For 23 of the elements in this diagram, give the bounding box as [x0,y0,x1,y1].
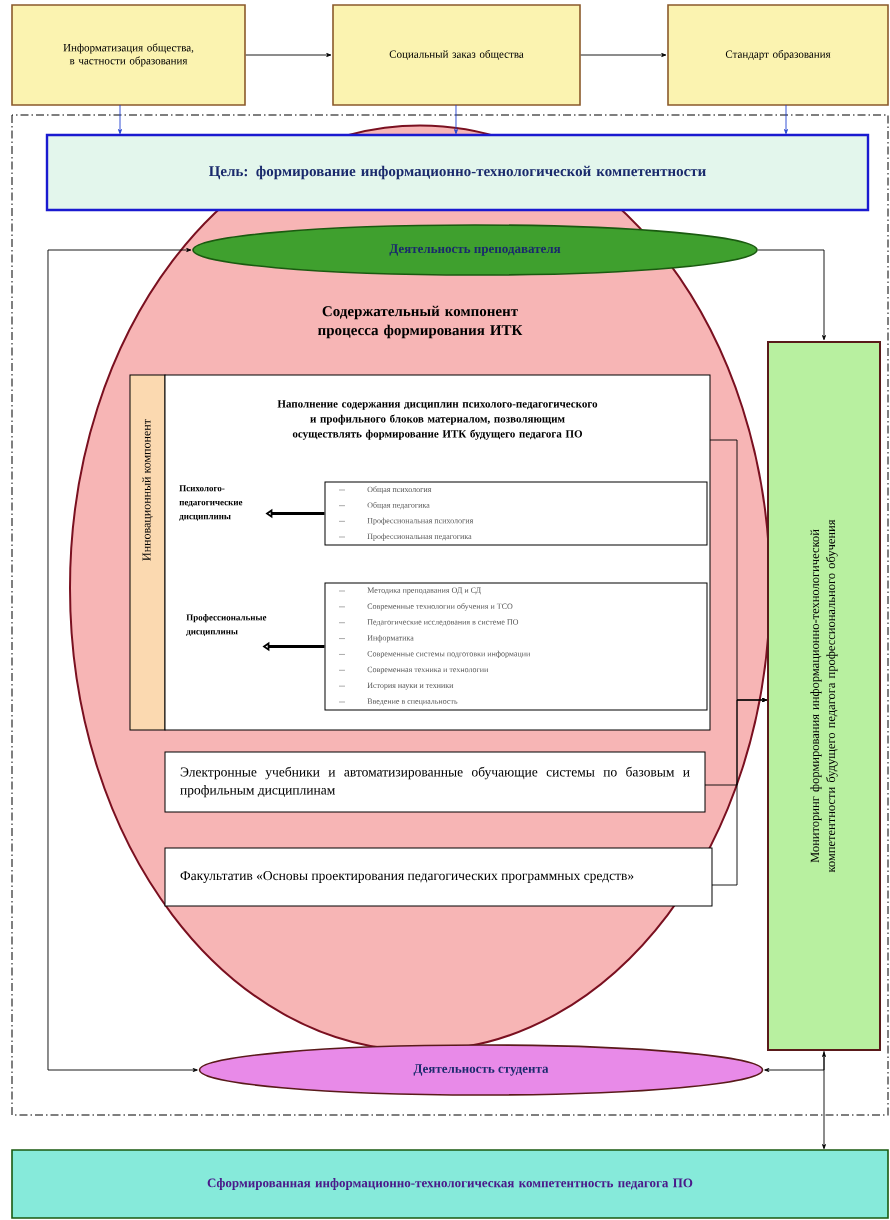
arrow [757,249,826,341]
arrow [764,1050,825,1072]
arrow [784,104,788,135]
arrow [118,104,122,135]
source-box: Стандарт образования [667,4,889,106]
elective-box: Факультатив «Основы проектирования педагогических программных средств» [164,847,713,907]
arrow [711,698,768,886]
discipline-list: Методика преподавания ОД и СД Современные технологии обучения и ТСО Педагогические исследования в системе ПО Информатика Современные системы подготовки информации Современная техника и технологии История науки и техники Введение в специальность [324,582,708,711]
monitoring-box: Мониторинг формирования информационно-технологической компетентности будущего педагога профессионального обучения [767,341,881,1051]
discipline-list: Общая психология Общая педагогика Профессиональная психология Профессиональная педагогика [324,481,708,546]
discipline-label: Профессиональные дисциплины [186,614,267,636]
arrow [822,1051,826,1150]
arrow [454,104,458,135]
goal-box: Цель: формирование информационно-технологической компетентности [45,133,870,212]
discipline-label: Психолого-педагогические дисциплины [179,485,243,521]
arrow [580,53,667,57]
source-box: Социальный заказ общества [332,4,581,106]
result-box: Сформированная информационно-технологическая компетентность педагога ПО [11,1149,889,1219]
arrow [245,53,332,57]
source-box: Информатизация общества, в частности образования [11,4,246,106]
component-tab: Инновационный компонент [129,374,166,731]
resource-box: Электронные учебники и автоматизированные обучающие системы по базовым и профильным дисциплинам [164,751,706,813]
arrow [47,248,198,1072]
